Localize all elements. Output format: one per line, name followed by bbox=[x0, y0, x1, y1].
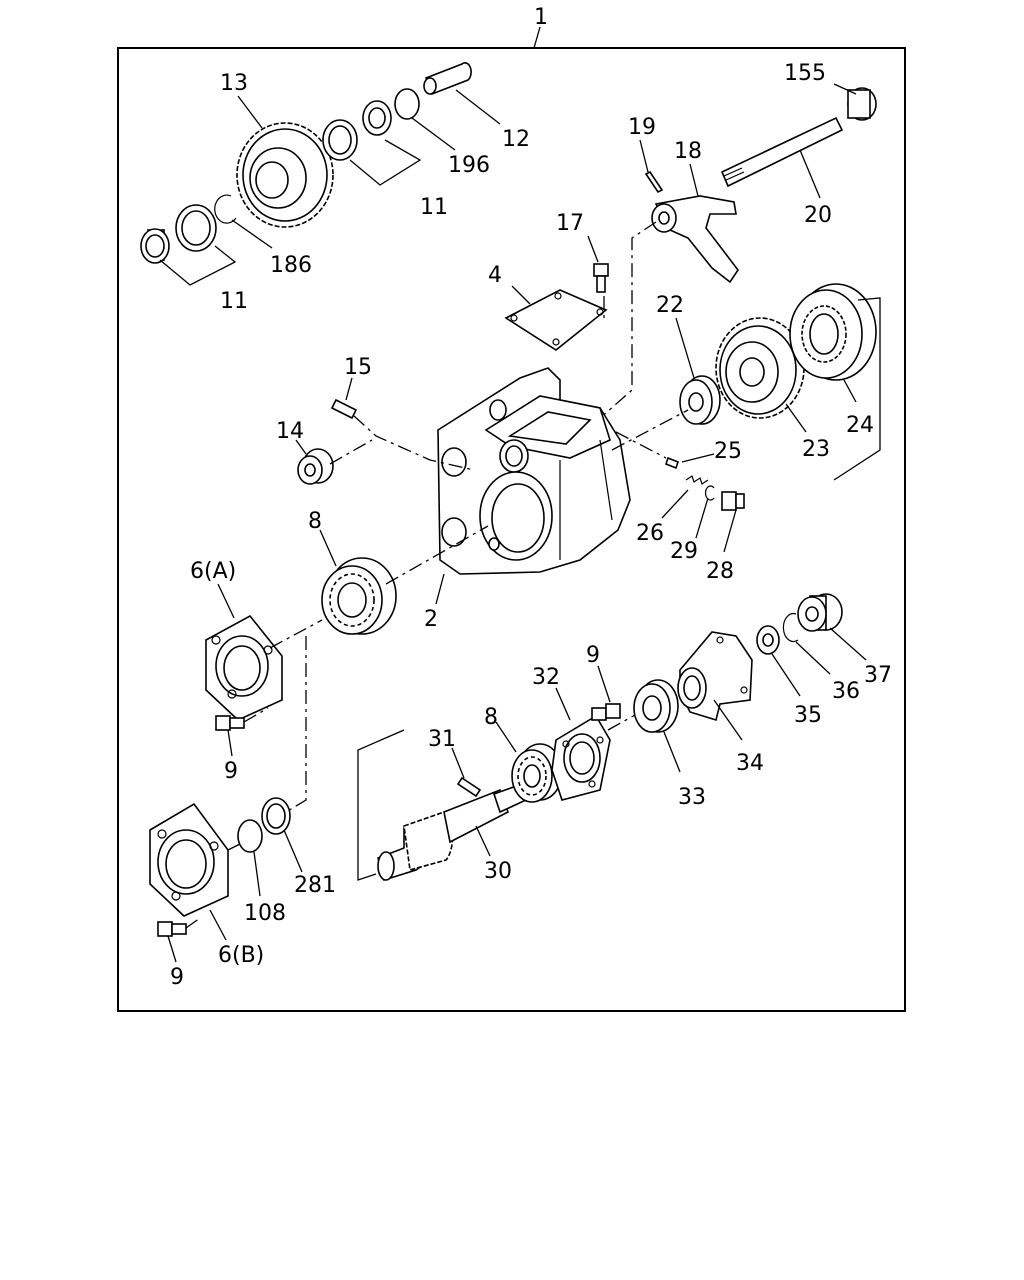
part-36-circlip bbox=[782, 612, 799, 643]
part-29-washer bbox=[704, 485, 715, 501]
callout-196: 196 bbox=[448, 153, 490, 178]
assembly-frame bbox=[117, 47, 906, 1012]
part-25-detent-ball bbox=[665, 456, 679, 470]
callout-15: 15 bbox=[344, 355, 372, 380]
part-13-gear bbox=[236, 122, 334, 228]
callout-30: 30 bbox=[484, 859, 512, 884]
part-33-oil-seal bbox=[633, 679, 679, 733]
callout-22: 22 bbox=[656, 293, 684, 318]
callout-20: 20 bbox=[804, 203, 832, 228]
callout-17: 17 bbox=[556, 211, 584, 236]
part-17-bolt bbox=[593, 263, 609, 293]
part-196-ring bbox=[394, 88, 420, 120]
callout-32: 32 bbox=[532, 665, 560, 690]
callout-35: 35 bbox=[794, 703, 822, 728]
callout-12: 12 bbox=[502, 127, 530, 152]
part-186-snap-ring bbox=[214, 194, 237, 224]
callout-23: 23 bbox=[802, 437, 830, 462]
part-11-bearing-top bbox=[322, 100, 392, 161]
callout-13: 13 bbox=[220, 71, 248, 96]
part-11-bearing-left bbox=[140, 204, 217, 264]
callout-1: 1 bbox=[534, 5, 548, 30]
part-32-bearing-retainer bbox=[551, 714, 611, 801]
assembly-leader bbox=[533, 26, 541, 49]
callout-14: 14 bbox=[276, 419, 304, 444]
part-8-ball-bearing-lower bbox=[511, 743, 563, 803]
callout-6b: 6(B) bbox=[218, 943, 264, 968]
callout-37: 37 bbox=[864, 663, 892, 688]
callout-155: 155 bbox=[784, 61, 826, 86]
part-15-dowel-pin bbox=[330, 398, 358, 420]
part-24-sliding-sleeve bbox=[789, 283, 877, 381]
part-6a-bearing-flange bbox=[205, 614, 283, 721]
callout-2: 2 bbox=[424, 607, 438, 632]
callout-281: 281 bbox=[294, 873, 336, 898]
part-20-shift-rod bbox=[720, 116, 844, 188]
part-19-pin bbox=[644, 170, 664, 194]
callout-29: 29 bbox=[670, 539, 698, 564]
callout-9-c: 9 bbox=[586, 643, 600, 668]
callout-4: 4 bbox=[488, 263, 502, 288]
part-9-bolt-c bbox=[591, 703, 621, 721]
callout-11-top: 11 bbox=[420, 195, 448, 220]
callout-34: 34 bbox=[736, 751, 764, 776]
part-37-lock-nut bbox=[797, 593, 843, 632]
part-28-plug-bolt bbox=[721, 491, 745, 511]
callout-36: 36 bbox=[832, 679, 860, 704]
part-18-shift-fork bbox=[651, 195, 739, 284]
part-31-key bbox=[456, 776, 482, 798]
part-4-cover-gasket bbox=[504, 289, 608, 351]
part-108-snap-ring bbox=[237, 819, 263, 853]
part-6b-bearing-flange bbox=[149, 802, 229, 917]
callout-31: 31 bbox=[428, 727, 456, 752]
part-9-bolt-a bbox=[215, 715, 245, 731]
part-22-thrust-washer bbox=[679, 375, 721, 425]
part-155-bushing bbox=[847, 87, 877, 121]
part-34-flange-housing bbox=[677, 631, 753, 722]
part-23-idler-gear bbox=[715, 317, 805, 419]
callout-28: 28 bbox=[706, 559, 734, 584]
callout-9-b: 9 bbox=[170, 965, 184, 990]
callout-6a: 6(A) bbox=[190, 559, 236, 584]
part-26-spring bbox=[685, 475, 709, 485]
callout-24: 24 bbox=[846, 413, 874, 438]
part-8-ball-bearing-upper bbox=[321, 557, 397, 635]
callout-108: 108 bbox=[244, 901, 286, 926]
part-281-seal-ring bbox=[261, 797, 291, 835]
callout-11-left: 11 bbox=[220, 289, 248, 314]
part-12-shaft-pin bbox=[423, 62, 472, 96]
callout-33: 33 bbox=[678, 785, 706, 810]
callout-8-lower: 8 bbox=[484, 705, 498, 730]
part-35-washer bbox=[756, 625, 780, 655]
callout-19: 19 bbox=[628, 115, 656, 140]
callout-186: 186 bbox=[270, 253, 312, 278]
part-14-bearing-small bbox=[297, 448, 334, 485]
part-30-output-shaft bbox=[377, 782, 530, 882]
callout-25: 25 bbox=[714, 439, 742, 464]
callout-8-upper: 8 bbox=[308, 509, 322, 534]
part-9-bolt-b bbox=[157, 921, 187, 937]
callout-18: 18 bbox=[674, 139, 702, 164]
part-2-pto-housing bbox=[437, 367, 631, 575]
callout-26: 26 bbox=[636, 521, 664, 546]
callout-9-a: 9 bbox=[224, 759, 238, 784]
